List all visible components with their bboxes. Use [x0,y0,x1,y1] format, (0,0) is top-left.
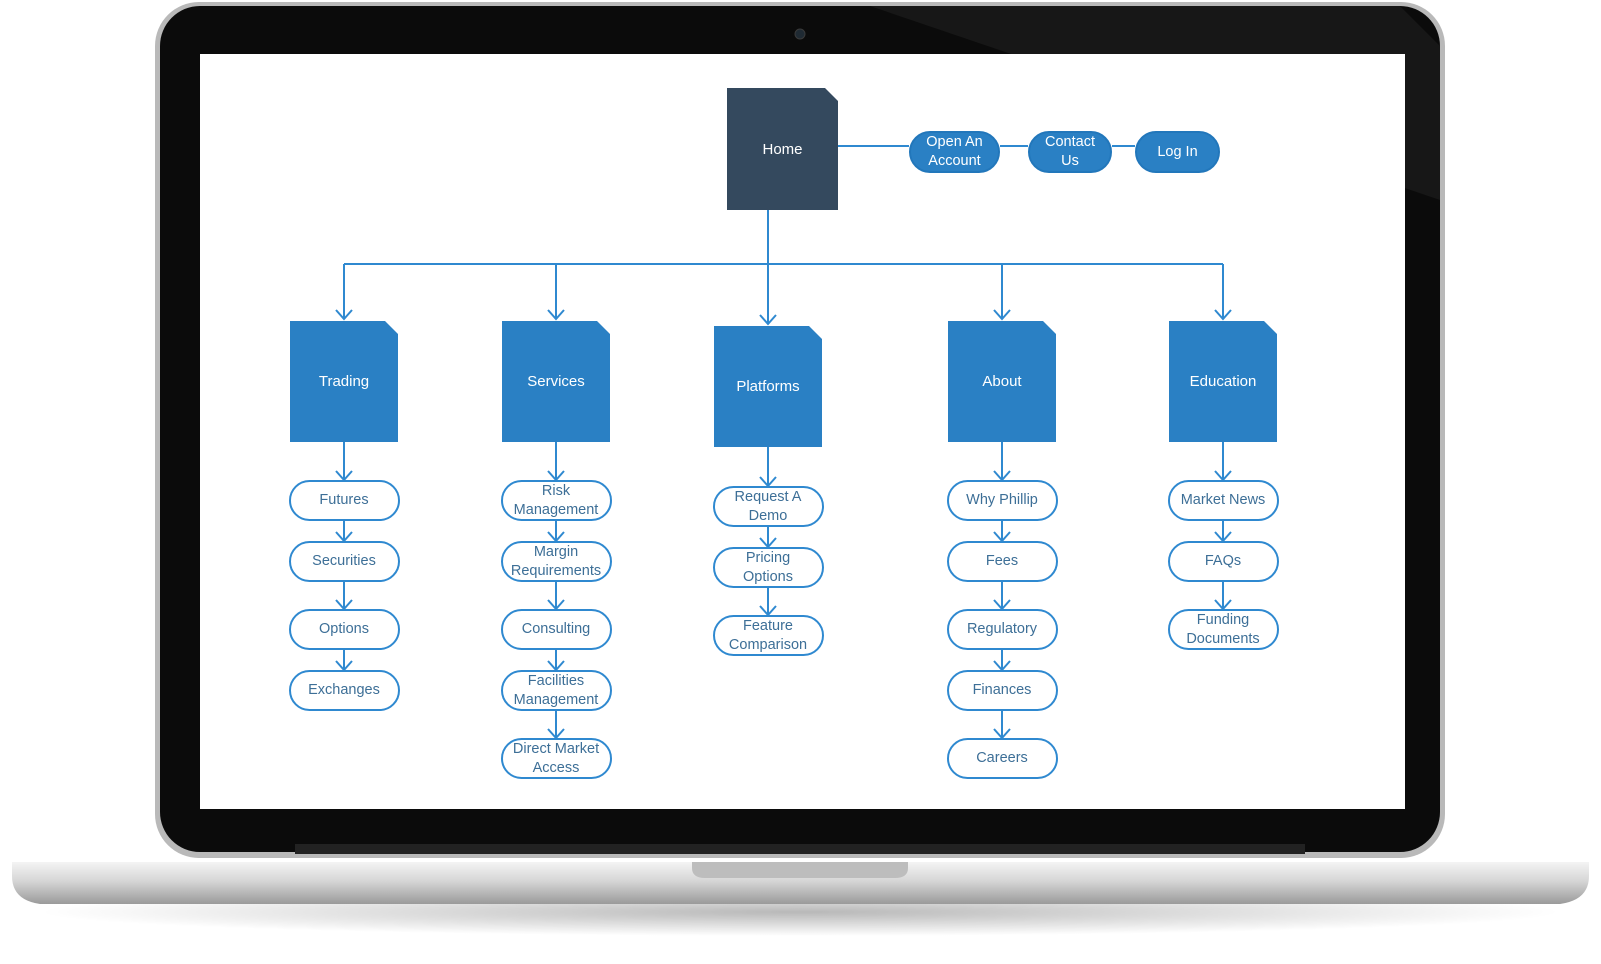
sitemap-item[interactable]: Securities [288,541,400,582]
sitemap-item-label: Pricing Options [743,549,793,585]
category-node-education[interactable]: Education [1169,321,1277,442]
sitemap-item[interactable]: Finances [946,670,1058,711]
open-account-label: Open An Account [926,134,983,169]
category-arrow-icon [759,314,777,326]
sitemap-item[interactable]: Consulting [500,609,612,650]
sitemap-item-label: Margin Requirements [510,543,602,579]
page-fold-icon [1264,321,1277,334]
sitemap-item-label: Why Phillip [966,492,1038,508]
sitemap-item-label: Feature Comparison [728,617,808,653]
log-in-link[interactable]: Log In [1135,131,1220,173]
category-label: Services [527,373,585,390]
category-label: About [982,373,1022,390]
page-fold-icon [1043,321,1056,334]
sitemap-item[interactable]: Futures [288,480,400,521]
page-fold-icon [597,321,610,334]
contact-us-link[interactable]: Contact Us [1028,131,1112,173]
sitemap-item[interactable]: Facilities Management [500,670,612,711]
sitemap-item-label: Fees [985,553,1019,569]
thumb-notch [692,862,908,878]
category-label: Trading [318,373,370,390]
sitemap-item-label: Options [319,621,369,637]
category-arrow-icon [993,309,1011,321]
category-label: Platforms [736,378,800,395]
category-node-platforms[interactable]: Platforms [714,326,822,447]
sitemap-item-label: Funding Documents [1186,611,1260,647]
sitemap-item[interactable]: Market News [1167,480,1279,521]
hinge [295,844,1305,854]
sitemap-item[interactable]: Risk Management [500,480,612,521]
home-label: Home [762,140,803,158]
category-arrow-icon [335,309,353,321]
camera-icon [794,28,806,40]
log-in-label: Log In [1157,143,1198,160]
sitemap-item-label: Securities [312,553,376,569]
sitemap-item-label: Exchanges [308,682,380,698]
page-fold-icon [825,88,838,101]
sitemap-item[interactable]: Margin Requirements [500,541,612,582]
laptop-base [12,862,1589,904]
sitemap-item[interactable]: Options [288,609,400,650]
category-arrow-icon [1214,309,1232,321]
sitemap-item-label: Facilities Management [513,672,599,708]
sitemap-item-label: Direct Market Access [512,740,600,776]
sitemap-item[interactable]: Careers [946,738,1058,779]
sitemap-item-label: Futures [319,492,369,508]
sitemap-item[interactable]: Funding Documents [1167,609,1279,650]
home-page-node[interactable]: Home [727,88,838,210]
sitemap-item[interactable]: FAQs [1167,541,1279,582]
sitemap-item[interactable]: Pricing Options [712,547,824,588]
sitemap-item-label: Risk Management [513,482,599,518]
sitemap-item-label: Finances [972,682,1032,698]
sitemap-item-label: Careers [976,750,1028,766]
category-node-services[interactable]: Services [502,321,610,442]
category-label: Education [1189,373,1257,390]
sitemap-item[interactable]: Why Phillip [946,480,1058,521]
contact-us-label: Contact Us [1045,134,1095,169]
category-node-trading[interactable]: Trading [290,321,398,442]
open-account-link[interactable]: Open An Account [909,131,1000,173]
sitemap-item[interactable]: Request A Demo [712,486,824,527]
sitemap-item-label: FAQs [1204,553,1242,569]
connector-layer [335,145,1232,740]
page-fold-icon [385,321,398,334]
sitemap-item-label: Consulting [521,621,591,637]
category-arrow-icon [547,309,565,321]
sitemap-item[interactable]: Fees [946,541,1058,582]
laptop-screen: Home Open An Account Contact Us Log In T… [200,54,1405,809]
page-fold-icon [809,326,822,339]
sitemap-item[interactable]: Feature Comparison [712,615,824,656]
sitemap-item-label: Regulatory [966,621,1038,637]
category-node-about[interactable]: About [948,321,1056,442]
sitemap-item[interactable]: Exchanges [288,670,400,711]
sitemap-item-label: Request A Demo [734,488,802,524]
sitemap-item[interactable]: Direct Market Access [500,738,612,779]
sitemap-item[interactable]: Regulatory [946,609,1058,650]
sitemap-item-label: Market News [1180,492,1266,508]
